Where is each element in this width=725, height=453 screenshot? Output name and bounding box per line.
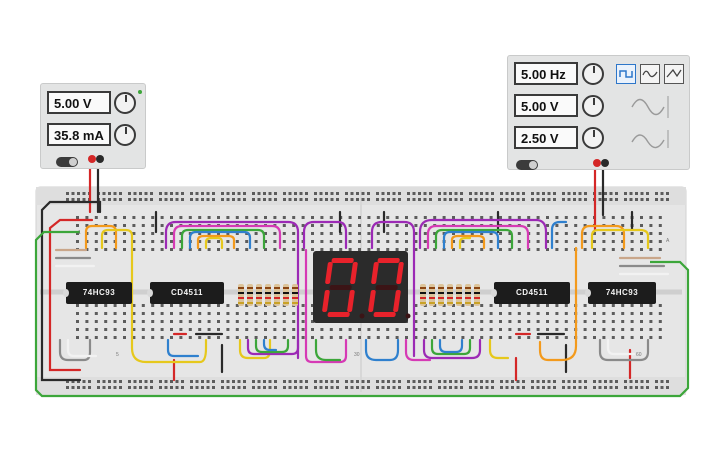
column-label: 5 [116,352,119,358]
offset-wave-icon [631,130,669,149]
seven-segment-display[interactable] [313,251,411,323]
signal-wires-bottom[interactable] [54,248,670,362]
resistor-array[interactable] [238,284,480,306]
voltage-knob[interactable] [114,92,136,114]
column-label: 30 [354,352,360,358]
column-label: 1 [78,230,81,236]
voltage-readout: 5.00 V [47,91,111,114]
chip-decoder-right[interactable]: CD4511 [491,282,570,304]
power-supply[interactable]: 5.00 V 35.8 mA [40,83,146,169]
current-knob[interactable] [114,124,136,146]
negative-terminal[interactable] [96,155,104,163]
generator-toggle[interactable] [516,160,538,170]
column-label: 60 [636,352,642,358]
square-wave-button[interactable] [616,64,636,84]
function-generator[interactable]: 5.00 Hz 5.00 V 2.50 V [507,55,690,170]
triangle-wave-icon [642,70,658,78]
power-toggle[interactable] [56,157,78,167]
chip-counter-right[interactable]: 74HC93 [585,282,656,304]
frequency-knob[interactable] [582,63,604,85]
sine-wave-button[interactable] [664,64,684,84]
chip-decoder-left[interactable]: CD4511 [147,282,224,304]
current-readout: 35.8 mA [47,123,111,146]
signal-wires-top-left[interactable] [84,220,348,364]
sine-wave-icon [666,68,682,78]
amplitude-wave-icon [631,96,669,118]
row-label: A [666,238,670,244]
output-negative-terminal[interactable] [601,159,609,167]
offset-readout: 2.50 V [514,126,578,149]
clock-wire[interactable] [34,230,690,398]
power-wires[interactable] [40,158,634,382]
frequency-readout: 5.00 Hz [514,62,578,85]
output-positive-terminal[interactable] [593,159,601,167]
power-led-icon [138,90,142,94]
amplitude-knob[interactable] [582,95,604,117]
positive-terminal[interactable] [88,155,96,163]
display-digit-ones [368,258,411,319]
display-digit-tens [322,258,365,319]
amplitude-readout: 5.00 V [514,94,578,117]
offset-knob[interactable] [582,127,604,149]
chip-counter-left[interactable]: 74HC93 [63,282,132,304]
square-wave-icon [619,70,633,78]
triangle-wave-button[interactable] [640,64,660,84]
signal-wires-top-right[interactable] [370,218,650,362]
